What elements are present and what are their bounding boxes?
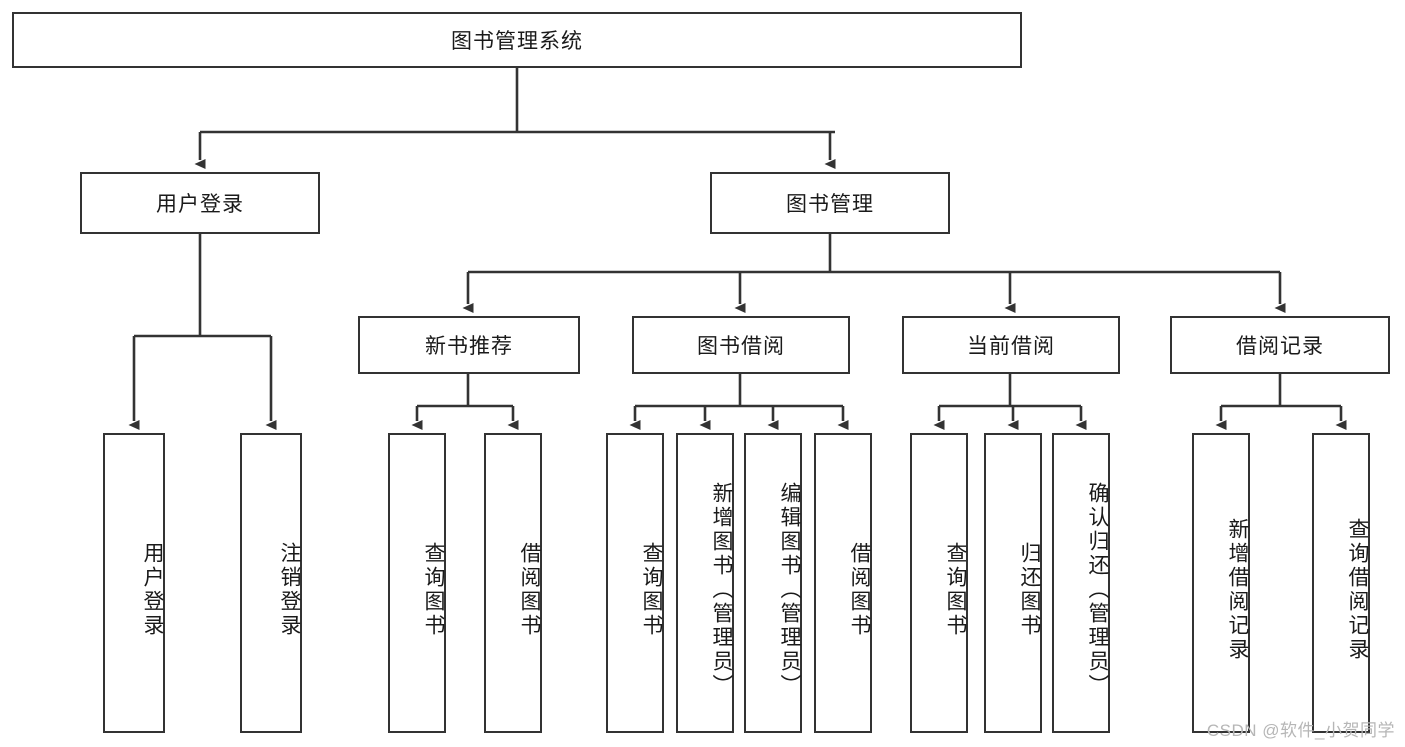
node-borrow-record[interactable]: 借阅记录 bbox=[1170, 316, 1390, 374]
node-leaf-query-record[interactable]: 查询借阅记录 bbox=[1312, 433, 1370, 733]
node-book-borrow[interactable]: 图书借阅 bbox=[632, 316, 850, 374]
node-leaf-confirm-return-label: 确认归还（管理员） bbox=[1086, 482, 1109, 698]
node-leaf-confirm-return[interactable]: 确认归还（管理员） bbox=[1052, 433, 1110, 733]
node-book-manage-label: 图书管理 bbox=[786, 193, 874, 216]
node-leaf-add-book[interactable]: 新增图书（管理员） bbox=[676, 433, 734, 733]
node-current-borrow[interactable]: 当前借阅 bbox=[902, 316, 1120, 374]
node-leaf-query-book-1-label: 查询图书 bbox=[422, 542, 445, 638]
node-leaf-borrow-book-2-label: 借阅图书 bbox=[848, 542, 871, 638]
node-leaf-user-login-label: 用户登录 bbox=[141, 542, 164, 638]
watermark: CSDN @软件_小贺同学 bbox=[1206, 721, 1395, 740]
node-leaf-borrow-book-2[interactable]: 借阅图书 bbox=[814, 433, 872, 733]
node-leaf-add-record[interactable]: 新增借阅记录 bbox=[1192, 433, 1250, 733]
node-leaf-add-book-label: 新增图书（管理员） bbox=[710, 482, 733, 698]
node-current-borrow-label: 当前借阅 bbox=[967, 335, 1055, 358]
node-leaf-return-book-label: 归还图书 bbox=[1018, 542, 1041, 638]
node-leaf-borrow-book-1[interactable]: 借阅图书 bbox=[484, 433, 542, 733]
node-leaf-user-login[interactable]: 用户登录 bbox=[103, 433, 165, 733]
node-book-manage[interactable]: 图书管理 bbox=[710, 172, 950, 234]
node-user-login-label: 用户登录 bbox=[156, 193, 244, 216]
node-leaf-query-book-3-label: 查询图书 bbox=[944, 542, 967, 638]
node-book-borrow-label: 图书借阅 bbox=[697, 335, 785, 358]
node-root[interactable]: 图书管理系统 bbox=[12, 12, 1022, 68]
node-new-book-recommend[interactable]: 新书推荐 bbox=[358, 316, 580, 374]
node-leaf-user-logout-label: 注销登录 bbox=[278, 542, 301, 638]
node-leaf-query-record-label: 查询借阅记录 bbox=[1346, 518, 1369, 662]
node-leaf-user-logout[interactable]: 注销登录 bbox=[240, 433, 302, 733]
node-leaf-return-book[interactable]: 归还图书 bbox=[984, 433, 1042, 733]
node-leaf-query-book-2[interactable]: 查询图书 bbox=[606, 433, 664, 733]
node-leaf-borrow-book-1-label: 借阅图书 bbox=[518, 542, 541, 638]
node-new-book-recommend-label: 新书推荐 bbox=[425, 335, 513, 358]
node-user-login[interactable]: 用户登录 bbox=[80, 172, 320, 234]
node-leaf-query-book-1[interactable]: 查询图书 bbox=[388, 433, 446, 733]
node-borrow-record-label: 借阅记录 bbox=[1236, 335, 1324, 358]
node-leaf-add-record-label: 新增借阅记录 bbox=[1226, 518, 1249, 662]
node-leaf-query-book-3[interactable]: 查询图书 bbox=[910, 433, 968, 733]
node-leaf-edit-book[interactable]: 编辑图书（管理员） bbox=[744, 433, 802, 733]
node-root-label: 图书管理系统 bbox=[451, 30, 583, 53]
node-leaf-query-book-2-label: 查询图书 bbox=[640, 542, 663, 638]
node-leaf-edit-book-label: 编辑图书（管理员） bbox=[778, 482, 801, 698]
